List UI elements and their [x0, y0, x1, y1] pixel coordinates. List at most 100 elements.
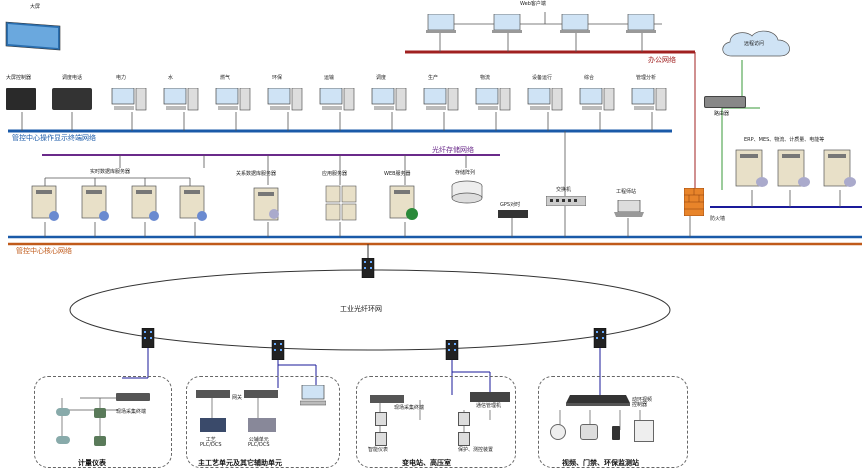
plc-icon-1 [200, 418, 226, 432]
gateway-icon-2 [244, 390, 278, 398]
ring-label: 工业光纤环网 [340, 305, 382, 313]
meter-icon-c [94, 408, 106, 418]
web-client-4 [626, 14, 656, 34]
realtime-server-label: 实时数据库服务器 [90, 169, 131, 175]
env-sensor-icon [634, 420, 654, 442]
erp-label: ERP、MES、物流、计质量、电能等 [744, 137, 825, 143]
gateway-icon-1 [196, 390, 230, 398]
protect-label: 保护、测控装置 [458, 447, 494, 453]
protect-icon-2 [458, 432, 470, 446]
big-screen [4, 16, 64, 52]
terminal-label: 水 [168, 75, 174, 81]
switch-icon [546, 196, 586, 206]
monitor-icon [300, 385, 326, 407]
meter-icon-d [94, 436, 106, 446]
relational-server-icon [252, 186, 282, 222]
realtime-server-icon [30, 184, 64, 224]
group-title-process: 主工艺单元及其它辅助单元 [198, 459, 282, 467]
router-label: 路由器 [714, 111, 730, 117]
firewall-label: 防火墙 [710, 216, 726, 222]
workstation-icon [614, 200, 644, 218]
plc-icon-2 [248, 418, 276, 432]
ring-switch-icon [270, 340, 286, 360]
access-control-icon [612, 426, 620, 440]
big-screen-label: 大屏 [30, 4, 41, 10]
app-server-icon [324, 184, 360, 222]
field-terminal-label-1: 现场采集终端 [116, 409, 147, 415]
group-title-metering: 计量仪表 [78, 459, 106, 467]
screen-controller-icon [6, 88, 36, 110]
plc-label-1: 工艺 PLC/DCS [200, 437, 222, 448]
storage-array-icon [450, 180, 484, 204]
terminal-pc-icon [630, 88, 670, 112]
terminal-pc-icon [162, 88, 202, 112]
dispatch-phone-icon [52, 88, 92, 110]
terminal-pc-icon [370, 88, 410, 112]
erp-server-icon [734, 148, 772, 192]
app-server-label: 应用服务器 [322, 171, 348, 177]
remote-access-label: 远程访问 [744, 41, 765, 47]
terminal-label: 燃气 [220, 75, 231, 81]
dispatch-phone-label: 调度电话 [62, 75, 83, 81]
terminal-pc-icon [578, 88, 618, 112]
smart-meter-icon-2 [375, 432, 387, 446]
plc-label-2: 公辅单元 PLC/DCS [248, 437, 270, 448]
terminal-label: 环保 [272, 75, 283, 81]
terminal-pc-icon [526, 88, 566, 112]
ring-switch-icon [592, 328, 608, 348]
group-box-process [186, 376, 340, 468]
switch-label: 交换机 [556, 187, 572, 193]
meter-icon-b [56, 436, 70, 444]
group-title-substation: 变电站、高压室 [402, 459, 451, 467]
web-server-label: WEB服务器 [384, 171, 411, 177]
terminal-pc-icon [422, 88, 462, 112]
erp-server-icon [776, 148, 814, 192]
terminal-label: 生产 [428, 75, 439, 81]
smart-meter-icon-1 [375, 412, 387, 426]
ring-switch-icon [444, 340, 460, 360]
terminal-label: 物流 [480, 75, 491, 81]
screen-controller-label: 大屏控制器 [6, 75, 32, 81]
firewall-icon [684, 188, 704, 216]
group-title-video: 视频、门禁、环保监测站 [562, 459, 639, 467]
fiber-storage-network-label: 光纤存储网络 [432, 146, 474, 154]
terminal-label: 运输 [324, 75, 335, 81]
camera-icon [550, 424, 566, 440]
video-controller-label: 动环视频 控制器 [632, 397, 653, 408]
storage-array-label: 存储阵列 [455, 170, 476, 176]
web-client-2 [492, 14, 522, 34]
terminal-label: 综合 [584, 75, 595, 81]
terminal-label: 设备运行 [532, 75, 553, 81]
field-terminal-icon-2 [370, 395, 404, 403]
terminal-pc-icon [214, 88, 254, 112]
terminal-label: 电力 [116, 75, 127, 81]
router-icon [704, 96, 746, 108]
ring-switch-icon [360, 258, 376, 278]
display-terminal-network-label: 管控中心操作显示终端网络 [12, 134, 96, 142]
office-network-label: 办公网络 [648, 56, 676, 64]
web-client-3 [560, 14, 590, 34]
relational-server-label: 关系数据库服务器 [236, 171, 277, 177]
gps-icon [498, 210, 528, 218]
core-network-label: 管控中心核心网络 [16, 247, 72, 255]
protect-icon-1 [458, 412, 470, 426]
comm-manager-icon [470, 392, 510, 402]
realtime-server-icon [80, 184, 114, 224]
meter-icon-a [56, 408, 70, 416]
comm-manager-label: 通信管理机 [476, 403, 502, 409]
camera-icon-2 [580, 424, 598, 440]
workstation-label: 工程师站 [616, 189, 637, 195]
web-server-icon [388, 184, 422, 222]
cloud-icon [718, 28, 796, 62]
smart-meter-label: 智能仪表 [368, 447, 389, 453]
group-box-video [538, 376, 688, 468]
video-controller-icon [566, 395, 630, 407]
web-clients-label: Web客户端 [520, 1, 546, 7]
terminal-pc-icon [110, 88, 150, 112]
terminal-pc-icon [266, 88, 306, 112]
terminal-label: 调度 [376, 75, 387, 81]
gateway-label: 网关 [232, 395, 243, 401]
realtime-server-icon [178, 184, 212, 224]
terminal-pc-icon [318, 88, 358, 112]
